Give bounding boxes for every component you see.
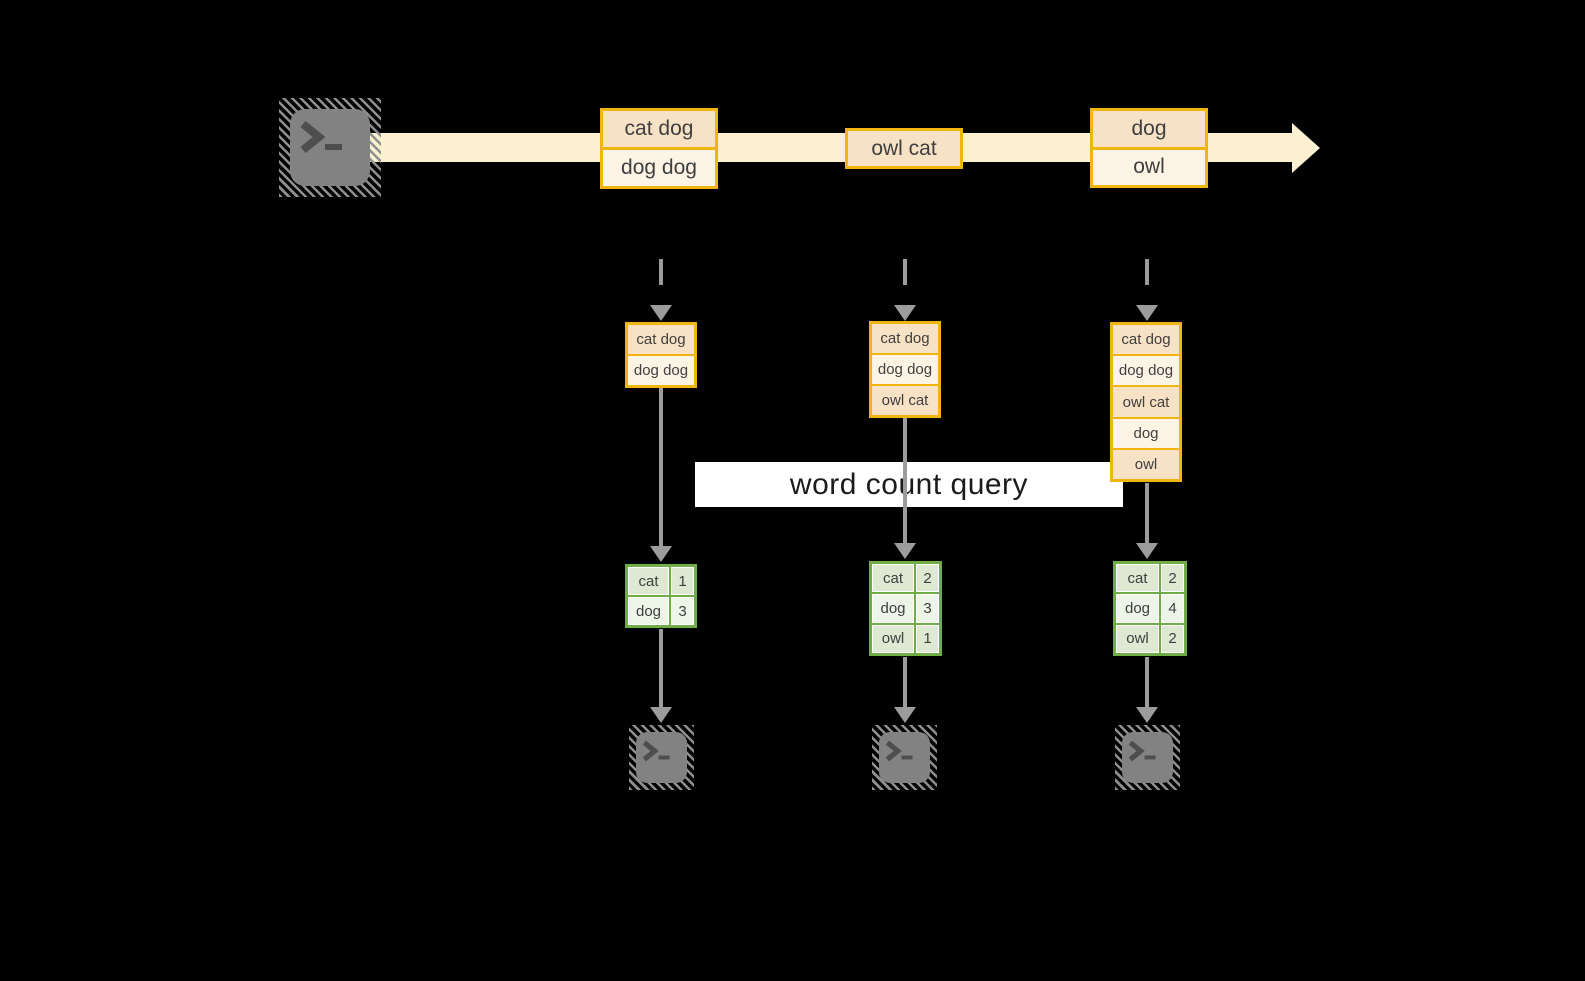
stream-arrowhead	[1292, 123, 1320, 173]
prompt-icon	[642, 740, 670, 762]
result-word-cell: cat	[872, 564, 914, 593]
terminal-icon-body	[636, 732, 687, 783]
stream-event-cell: dog	[1093, 111, 1205, 147]
arrow-down-icon	[1136, 483, 1158, 559]
state-cell: owl	[1113, 447, 1179, 480]
state-box: cat dog dog dog owl cat	[869, 321, 941, 418]
state-cell: owl cat	[1113, 385, 1179, 417]
state-cell: cat dog	[872, 324, 938, 353]
result-table: cat 2 dog 4 owl 2	[1113, 561, 1187, 656]
result-count-cell: 2	[1161, 564, 1184, 593]
state-box: cat dog dog dog	[625, 322, 697, 388]
result-word-cell: owl	[872, 624, 914, 653]
stream-event-cell: owl	[1093, 146, 1205, 185]
result-table: cat 1 dog 3	[625, 564, 697, 628]
result-word-cell: cat	[628, 567, 669, 595]
prompt-icon	[885, 740, 913, 762]
state-cell: dog	[1113, 416, 1179, 448]
stream-event-cell: dog dog	[603, 147, 715, 186]
result-count-cell: 1	[916, 624, 939, 653]
stream-event-box: owl cat	[845, 128, 963, 169]
state-cell: cat dog	[1113, 325, 1179, 355]
arrow-down-icon	[650, 629, 672, 723]
result-table: cat 2 dog 3 owl 1	[869, 561, 942, 656]
stream-event-cell: owl cat	[848, 131, 960, 166]
state-cell: cat dog	[628, 325, 694, 354]
result-word-cell: dog	[1116, 594, 1159, 623]
prompt-icon	[300, 120, 342, 154]
terminal-icon	[279, 98, 381, 197]
stream-event-box: cat dog dog dog	[600, 108, 718, 189]
state-cell: dog dog	[1113, 354, 1179, 386]
state-cell: owl cat	[872, 384, 938, 415]
arrow-down-icon	[894, 418, 916, 559]
terminal-icon	[1115, 725, 1180, 790]
prompt-icon	[1128, 740, 1156, 762]
dashed-arrow-down-icon	[650, 259, 672, 321]
arrow-down-icon	[894, 657, 916, 723]
result-count-cell: 2	[1161, 624, 1184, 653]
terminal-icon-body	[879, 732, 930, 783]
result-count-cell: 3	[671, 597, 694, 625]
result-count-cell: 2	[916, 564, 939, 593]
result-word-cell: cat	[1116, 564, 1159, 593]
result-word-cell: owl	[1116, 624, 1159, 653]
terminal-icon-body	[1122, 732, 1173, 783]
query-label: word count query	[695, 462, 1123, 507]
terminal-icon	[872, 725, 937, 790]
state-cell: dog dog	[872, 353, 938, 384]
result-word-cell: dog	[628, 597, 669, 625]
state-cell: dog dog	[628, 354, 694, 385]
terminal-icon	[629, 725, 694, 790]
result-word-cell: dog	[872, 594, 914, 623]
result-count-cell: 4	[1161, 594, 1184, 623]
arrow-down-icon	[1136, 657, 1158, 723]
state-box: cat dog dog dog owl cat dog owl	[1110, 322, 1182, 482]
stream-event-box: dog owl	[1090, 108, 1208, 188]
stream-event-cell: cat dog	[603, 111, 715, 147]
dashed-arrow-down-icon	[1136, 259, 1158, 321]
dashed-arrow-down-icon	[894, 259, 916, 321]
result-count-cell: 1	[671, 567, 694, 595]
arrow-down-icon	[650, 388, 672, 562]
result-count-cell: 3	[916, 594, 939, 623]
terminal-icon-body	[290, 109, 370, 186]
